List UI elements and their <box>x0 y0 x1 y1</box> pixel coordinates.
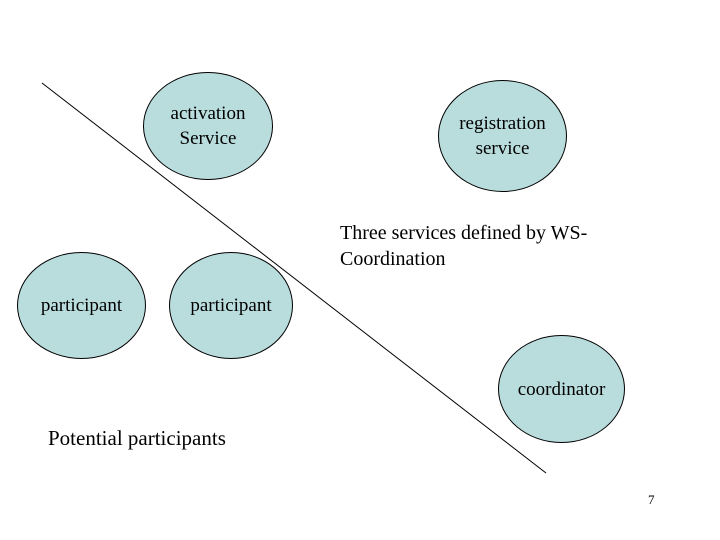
ellipse-participant-2-label: participant <box>190 295 272 316</box>
ellipse-participant-2: participant <box>169 252 293 359</box>
ellipse-activation-service-label: activation Service <box>170 103 246 149</box>
ellipse-registration-service-label: registration service <box>459 113 546 159</box>
three-services-caption: Three services defined by WS-Coordinatio… <box>340 222 588 270</box>
ellipse-participant-1: participant <box>17 252 146 359</box>
ellipse-coordinator-label: coordinator <box>517 378 606 400</box>
ellipse-registration-service: registration service <box>438 80 567 192</box>
potential-participants-caption: Potential participants <box>48 426 226 450</box>
ellipse-activation-service: activation Service <box>143 72 273 180</box>
page-number: 7 <box>648 492 655 507</box>
ellipse-coordinator: coordinator <box>498 335 625 443</box>
ellipse-participant-1-label: participant <box>40 295 123 316</box>
